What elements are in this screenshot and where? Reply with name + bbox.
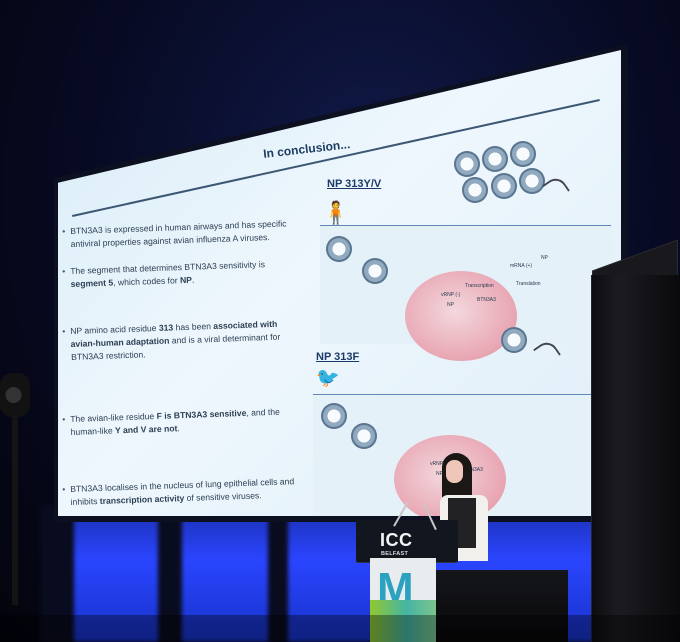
diagram-label: NP <box>541 255 548 261</box>
diagram-label: mRNA (+) <box>510 263 533 269</box>
backlight-gap <box>268 505 288 642</box>
podium-logo: ICC <box>380 530 413 550</box>
virus-icon <box>519 168 545 194</box>
virus-icon <box>351 423 377 449</box>
bullet-2-bold: NP <box>179 274 193 286</box>
bullet-2-bold: segment 5 <box>70 277 114 289</box>
podium-top <box>356 520 458 562</box>
bullet-4-bold: Y and V are not <box>114 423 178 436</box>
diagram-label: Transcription <box>465 283 494 289</box>
bullet-2: The segment that determines BTN3A3 sensi… <box>70 257 303 291</box>
projection-screen: In conclusion... BTN3A3 is expressed in … <box>58 50 621 516</box>
virus-icon <box>462 177 488 203</box>
slide: In conclusion... BTN3A3 is expressed in … <box>58 50 621 516</box>
bullet-1-text: BTN3A3 is expressed in human airways and… <box>70 218 287 249</box>
bird-icon: 🐦 <box>316 368 340 389</box>
stage-monitor <box>436 570 568 642</box>
diagram-label: vRNP (-) <box>441 292 461 298</box>
virus-icon <box>362 258 388 284</box>
bullet-4: The avian-like residue F is BTN3A3 sensi… <box>70 405 303 439</box>
bullet-1: BTN3A3 is expressed in human airways and… <box>70 217 303 251</box>
cell-illustration <box>405 271 517 361</box>
backlight-gap <box>40 505 74 642</box>
stage-light-lamp <box>0 373 30 417</box>
bullet-4-bold: F is BTN3A3 sensitive <box>156 407 247 421</box>
virus-icon <box>510 141 536 167</box>
diagram-label: BTN3A3 <box>477 297 496 303</box>
backlight-gap <box>158 505 182 642</box>
diagram-label: NP <box>436 471 443 477</box>
human-icon: 🧍 <box>322 200 350 225</box>
bullet-5-part: of sensitive viruses. <box>184 490 262 504</box>
stage-light-pole <box>12 415 18 605</box>
speaker-stack <box>591 275 680 642</box>
virus-icon <box>321 403 347 429</box>
bullet-5: BTN3A3 localises in the nucleus of lung … <box>70 475 303 509</box>
bullet-4-part: The avian-like residue <box>70 410 157 424</box>
presenter-face <box>446 460 463 483</box>
bullet-4-part: . <box>177 423 180 434</box>
diagram-label: BTN3A3 <box>464 467 483 473</box>
bullet-2-part: . <box>191 274 195 285</box>
arrow-icon <box>542 174 570 202</box>
bullet-3-part: NP amino acid residue <box>70 322 160 336</box>
panel-label-np-313f: NP 313F <box>316 351 360 363</box>
virus-icon <box>491 173 517 199</box>
diagram-label: NP <box>447 302 454 308</box>
podium-logo-sub: BELFAST <box>381 551 409 557</box>
bullet-2-part: , which codes for <box>112 275 181 288</box>
virus-icon <box>326 236 352 262</box>
stage-floor-shadow <box>0 615 680 642</box>
podium-band <box>370 600 436 642</box>
bullet-3: NP amino acid residue 313 has been assoc… <box>70 317 303 364</box>
virus-icon <box>454 151 480 177</box>
virus-icon <box>482 146 508 172</box>
panel-label-np-313yv: NP 313Y/V <box>327 178 382 190</box>
bullet-5-bold: transcription activity <box>99 493 185 506</box>
presenter <box>436 452 494 572</box>
bullet-3-part: has been <box>173 321 214 333</box>
diagram-label: Translation <box>516 281 541 287</box>
diagram-label: vRNP (-) <box>430 461 450 467</box>
bullet-2-part: The segment that determines BTN3A3 sensi… <box>70 259 266 276</box>
bullet-3-bold: 313 <box>158 322 174 333</box>
stage-light <box>0 373 34 605</box>
podium: ICC BELFAST M <box>356 520 458 642</box>
virus-icon <box>501 327 527 353</box>
diagram-panel-np-313yv: vRNP (-) NP Transcription BTN3A3 mRNA (+… <box>320 225 611 361</box>
